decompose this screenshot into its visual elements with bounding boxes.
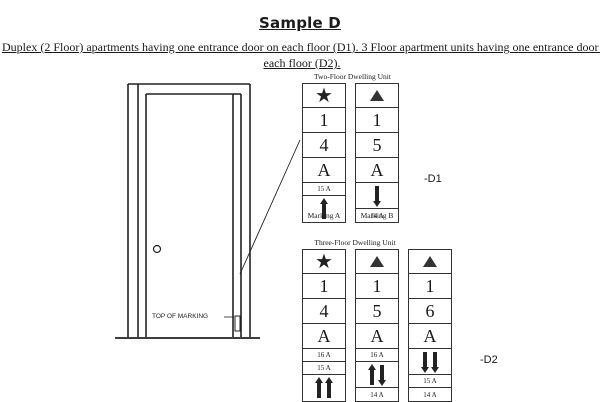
sign-unit-number: 6 bbox=[409, 299, 451, 324]
sign-marking-a: ★ 1 4 A 15 A bbox=[302, 83, 346, 223]
arrow-up-icon bbox=[368, 363, 376, 385]
arrow-down-icon bbox=[373, 185, 381, 207]
d1-label: -D1 bbox=[424, 173, 442, 185]
sign-three-floor-1: ★ 1 4 A 16 A 15 A bbox=[302, 249, 346, 402]
three-floor-caption: Three-Floor Dwelling Unit bbox=[314, 238, 396, 247]
sign-unit-letter: A bbox=[303, 324, 345, 349]
triangle-icon bbox=[370, 90, 384, 101]
sign-unit-letter: A bbox=[303, 158, 345, 183]
sign-three-floor-3: 1 6 A 15 A 14 A bbox=[408, 249, 452, 402]
sign-symbol bbox=[356, 84, 398, 108]
sign-arrows bbox=[356, 362, 398, 388]
page-title: Sample D bbox=[259, 14, 341, 32]
sign-unit-number: 4 bbox=[303, 133, 345, 158]
top-of-marking-label: TOP OF MARKING bbox=[152, 313, 208, 320]
arrow-up-icon bbox=[320, 198, 328, 219]
pointer-line bbox=[239, 139, 301, 275]
arrow-down-icon bbox=[421, 351, 429, 373]
sign-building: 1 bbox=[303, 108, 345, 133]
sign-arrows bbox=[303, 196, 345, 222]
two-floor-caption: Two-Floor Dwelling Unit bbox=[314, 72, 391, 81]
marking-b-caption: Marking B bbox=[360, 211, 394, 220]
subtitle-line-2: each floor (D2). bbox=[263, 56, 341, 70]
sign-unit-letter: A bbox=[356, 158, 398, 183]
sign-floor-label: 14 A bbox=[370, 390, 384, 399]
sign-symbol bbox=[409, 250, 451, 274]
sign-unit-number: 5 bbox=[356, 299, 398, 324]
sign-marking-b: 1 5 A 14 A bbox=[355, 83, 399, 223]
sign-arrows bbox=[409, 349, 451, 375]
triangle-icon bbox=[370, 256, 384, 267]
sign-building: 1 bbox=[356, 108, 398, 133]
sign-floor-label: 14 A bbox=[423, 390, 437, 399]
door-knob-icon bbox=[152, 244, 162, 254]
d2-label: -D2 bbox=[480, 354, 498, 366]
star-icon: ★ bbox=[315, 250, 333, 273]
sign-floor-label: 15 A bbox=[303, 183, 345, 196]
subtitle-line-1: Duplex (2 Floor) apartments having one e… bbox=[2, 40, 600, 54]
sign-floor-label: 14 A bbox=[370, 211, 384, 220]
sign-three-floor-2: 1 5 A 16 A 14 A bbox=[355, 249, 399, 402]
triangle-icon bbox=[423, 256, 437, 267]
sign-arrows bbox=[356, 183, 398, 209]
arrow-up-icon bbox=[315, 377, 323, 398]
marking-a-caption: Marking A bbox=[307, 211, 341, 220]
sign-symbol: ★ bbox=[303, 84, 345, 108]
sign-building: 1 bbox=[409, 274, 451, 299]
sign-unit-number: 5 bbox=[356, 133, 398, 158]
sign-symbol: ★ bbox=[303, 250, 345, 274]
sign-unit-number: 4 bbox=[303, 299, 345, 324]
sign-floor-label: 16 A bbox=[356, 349, 398, 362]
sign-floor-label: 15 A bbox=[409, 375, 451, 388]
marking-placeholder bbox=[234, 315, 241, 332]
sign-unit-letter: A bbox=[356, 324, 398, 349]
arrow-down-icon bbox=[431, 351, 439, 373]
star-icon: ★ bbox=[315, 84, 333, 107]
sign-arrows bbox=[303, 375, 345, 401]
sign-building: 1 bbox=[303, 274, 345, 299]
arrow-up-icon bbox=[325, 377, 333, 398]
sign-building: 1 bbox=[356, 274, 398, 299]
sign-unit-letter: A bbox=[409, 324, 451, 349]
sign-floor-label: 15 A bbox=[303, 362, 345, 375]
sign-floor-label: 16 A bbox=[303, 349, 345, 362]
arrow-down-icon bbox=[378, 364, 386, 386]
sign-symbol bbox=[356, 250, 398, 274]
